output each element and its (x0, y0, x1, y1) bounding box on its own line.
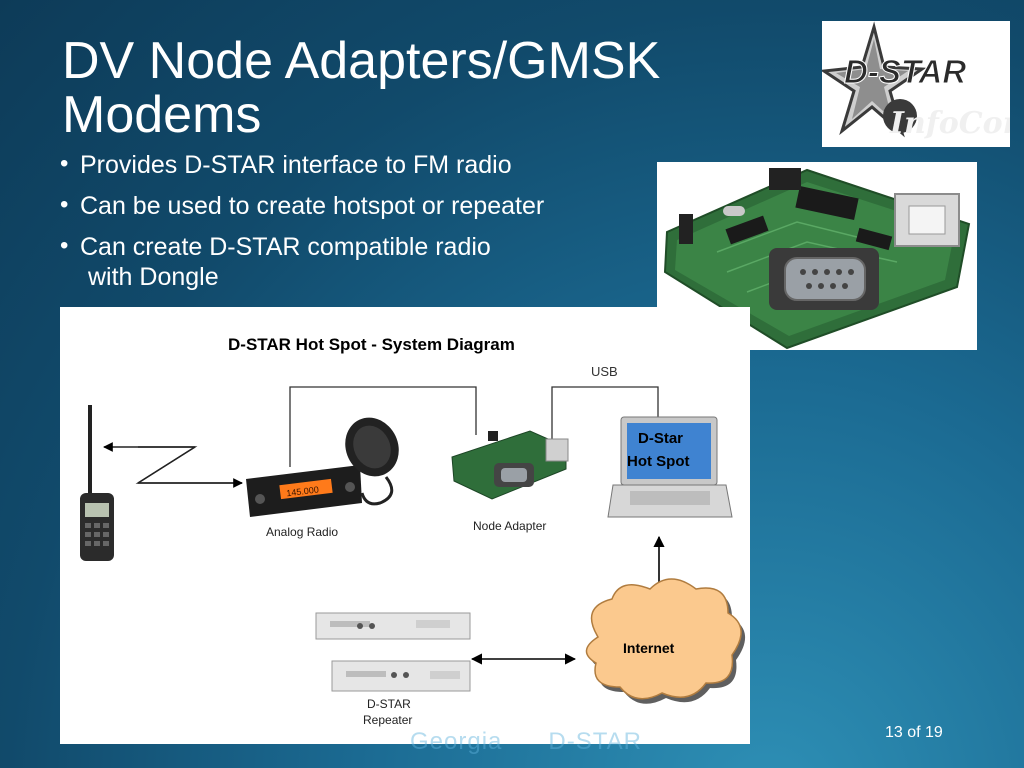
repeater-label-line1: D-STAR (367, 697, 411, 711)
adapter-to-laptop-usb-line (551, 386, 659, 445)
internet-cloud-icon (585, 578, 746, 704)
usb-label: USB (591, 364, 618, 379)
footer-text: Georgia D-STAR (410, 728, 642, 755)
dstar-star-logo-icon: D-STAR InfoCon (819, 21, 1024, 141)
logo-dstar-text: D-STAR (844, 53, 966, 90)
microphone-icon (345, 417, 399, 506)
node-adapter-photo (657, 162, 977, 350)
bullet-list: • Provides D-STAR interface to FM radio … (60, 150, 650, 303)
mobile-radio-icon: 145.000 (246, 465, 362, 517)
laptop-screen-line1: D-Star (638, 430, 683, 447)
bullet-dot: • (60, 150, 69, 177)
mobile-radio-display: 145.000 (286, 484, 320, 498)
diagram-title: D-STAR Hot Spot - System Diagram (228, 335, 515, 354)
bullet-continuation: with Dongle (88, 263, 219, 291)
bullet-text: Provides D-STAR interface to FM radio (80, 151, 512, 179)
logo-infocon-text: InfoCon (889, 106, 1010, 141)
bullet-dot: • (60, 191, 69, 218)
laptop-screen-line2: Hot Spot (627, 453, 689, 470)
system-diagram: D-STAR Hot Spot - System Diagram USB (60, 307, 750, 744)
slide-title-line1: DV Node Adapters/GMSK (62, 32, 661, 90)
analog-radio-label: Analog Radio (266, 525, 338, 539)
bullet-item: • Can create D-STAR compatible radio wit… (60, 232, 650, 292)
slide-title: DV Node Adapters/GMSK Modems (62, 34, 782, 142)
node-adapter-board-icon (451, 430, 569, 500)
bullet-item: • Can be used to create hotspot or repea… (60, 191, 650, 221)
bullet-text: Can be used to create hotspot or repeate… (80, 192, 545, 220)
laptop-icon (607, 416, 733, 518)
lightning-zigzag-icon (103, 442, 243, 488)
repeater-label-line2: Repeater (363, 713, 412, 727)
system-diagram-canvas: D-STAR Hot Spot - System Diagram USB (80, 335, 746, 727)
node-adapter-board-icon (657, 162, 977, 350)
page-number: 13 of 19 (885, 724, 943, 741)
node-adapter-label: Node Adapter (473, 519, 546, 533)
slide-title-line2: Modems (62, 86, 262, 144)
handheld-radio-icon (80, 405, 114, 561)
bullet-item: • Provides D-STAR interface to FM radio (60, 150, 650, 180)
radio-to-adapter-line (289, 386, 477, 467)
bullet-dot: • (60, 232, 69, 259)
dstar-infocon-logo: D-STAR InfoCon (819, 21, 1024, 147)
internet-label: Internet (623, 640, 675, 656)
bullet-text: Can create D-STAR compatible radio (80, 233, 491, 261)
repeater-rack-icon (315, 612, 471, 692)
